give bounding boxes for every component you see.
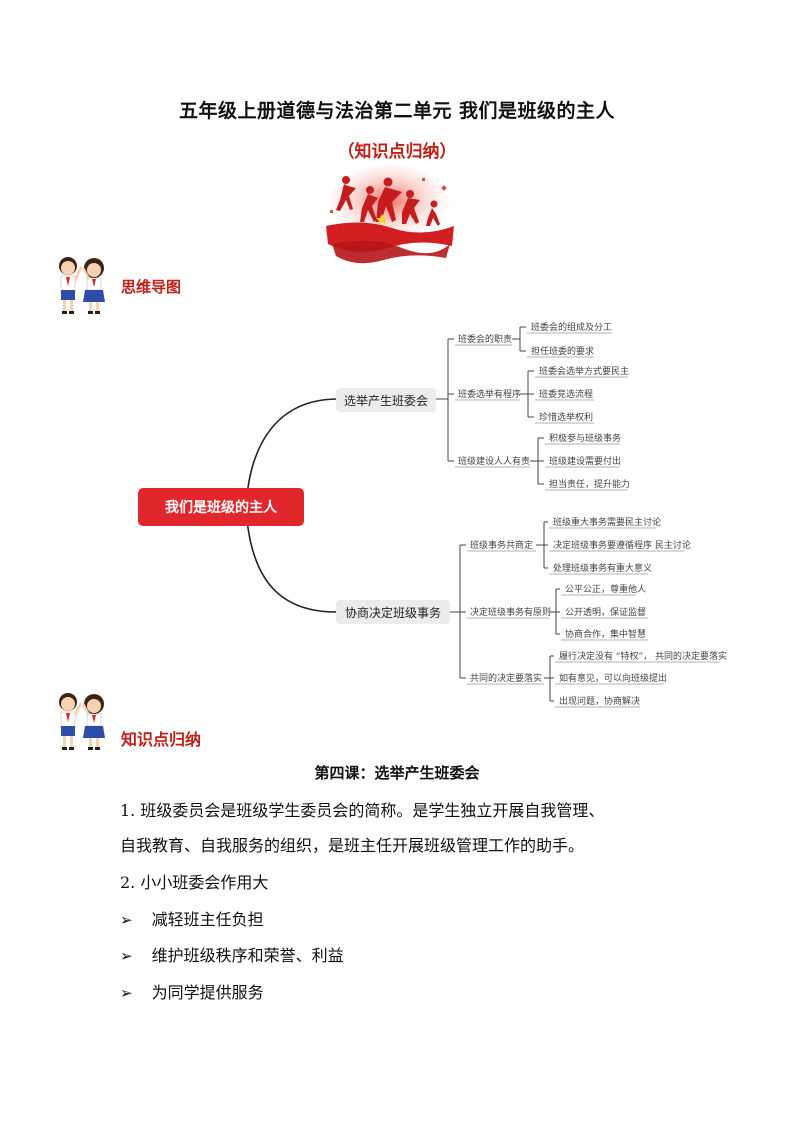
mindmap-root-node	[138, 488, 304, 526]
arrow-bullet-icon: ➢	[120, 911, 133, 929]
mindmap-branch-2-label: 协商决定班级事务	[345, 605, 441, 620]
mindmap-leaf: 班委会的组成及分工	[531, 321, 612, 333]
page-subtitle: （知识点归纳）	[337, 142, 457, 162]
mindmap-leaf: 班级重大事务需要民主讨论	[553, 516, 661, 528]
mindmap-leaf: 班委竞选流程	[539, 388, 593, 400]
mindmap-leaf: 出现问题，协商解决	[559, 695, 640, 707]
mindmap-branch-2-node	[336, 600, 450, 624]
kids-saluting-icon	[59, 257, 105, 314]
mindmap-root-label: 我们是班级的主人	[165, 499, 278, 516]
arrow-bullet-icon: ➢	[120, 984, 133, 1002]
page-title: 五年级上册道德与法治第二单元 我们是班级的主人	[178, 100, 616, 122]
paragraph-1-line-2: 自我教育、自我服务的组织，是班主任开展班级管理工作的助手。	[120, 836, 585, 855]
bullet-item: ➢ 减轻班主任负担	[120, 906, 700, 930]
mindmap-sub-1-1: 班委会的职责	[458, 333, 512, 345]
mindmap-leaf: 班级建设需要付出	[549, 455, 621, 467]
bullet-text: 维护班级秩序和荣誉、利益	[151, 946, 344, 965]
bullet-text: 减轻班主任负担	[151, 910, 264, 929]
banner-illustration	[326, 166, 454, 264]
arrow-bullet-icon: ➢	[120, 947, 133, 965]
mindmap-branch-1-label: 选举产生班委会	[344, 394, 428, 408]
mindmap-sub-2-2: 决定班级事务有原则	[470, 606, 551, 618]
mindmap-sub-1-3: 班级建设人人有责	[458, 455, 530, 467]
bullet-text: 为同学提供服务	[151, 983, 264, 1002]
mindmap-leaf: 公开透明，保证监督	[565, 606, 646, 618]
mindmap-sub-2-1: 班级事务共商定	[470, 539, 533, 551]
section-label-mindmap: 思维导图	[121, 278, 182, 296]
mindmap-leaf: 如有意见，可以向班级提出	[559, 672, 667, 684]
mindmap-leaf: 公平公正，尊重他人	[565, 583, 646, 595]
mindmap-leaf: 协商合作，集中智慧	[565, 628, 646, 640]
mindmap-branch-1-node	[336, 388, 436, 412]
mindmap-sub-1-2: 班委选举有程序	[458, 388, 521, 400]
mindmap-leaf: 担当责任，提升能力	[549, 478, 630, 490]
mindmap-leaf: 班委会选举方式要民主	[539, 365, 629, 377]
lesson-title: 第四课：选举产生班委会	[314, 764, 480, 782]
connector-root-branch1	[245, 398, 337, 508]
bullet-item: ➢ 为同学提供服务	[120, 979, 700, 1003]
paragraph-2: 2. 小小班委会作用大	[120, 873, 269, 892]
mindmap-leaf: 处理班级事务有重大意义	[553, 562, 652, 574]
connector-root-branch2	[245, 506, 337, 613]
mindmap-leaf: 履行决定没有 “特权”， 共同的决定要落实	[559, 650, 727, 662]
kids-saluting-icon	[59, 693, 105, 750]
mindmap-sub-2-3: 共同的决定要落实	[470, 672, 542, 684]
bullet-item: ➢ 维护班级秩序和荣誉、利益	[120, 942, 700, 966]
paragraph-1-line-1: 1. 班级委员会是班级学生委员会的简称。是学生独立开展自我管理、	[120, 801, 605, 820]
mindmap-leaf: 担任班委的要求	[531, 345, 594, 357]
section-label-knowledge: 知识点归纳	[121, 730, 202, 749]
mindmap-leaf: 积极参与班级事务	[549, 432, 621, 444]
mindmap-leaf: 决定班级事务要遵循程序 民主讨论	[553, 539, 691, 551]
mindmap-leaf: 珍惜选举权利	[539, 411, 593, 423]
